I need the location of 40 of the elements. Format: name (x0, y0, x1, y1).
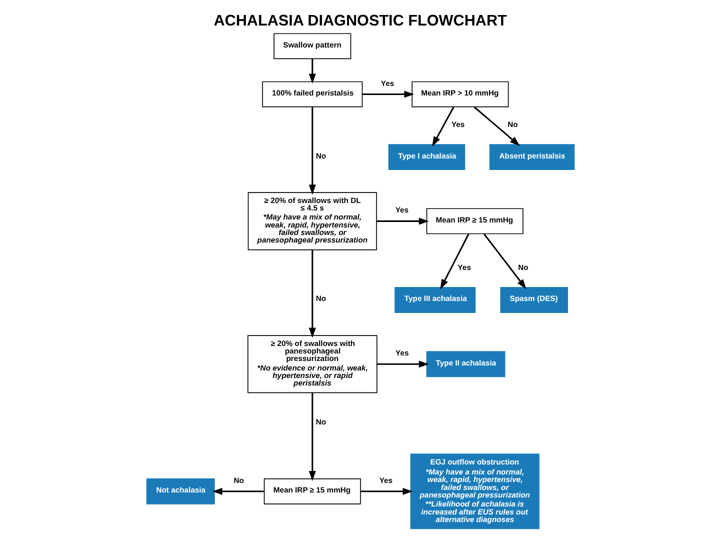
node-box: ≥ 20% of swallows with panesophageal pressurization *No evidence or normal, weak, hypertensive, or rapid peristalsis (246, 335, 377, 394)
edge-label: Yes (395, 348, 408, 358)
edge-label: No (507, 120, 518, 129)
arrow (376, 218, 428, 225)
node-box: Swallow pattern (273, 33, 351, 60)
node-box: EGJ outflow obstruction *May have a mix of normal, weak, rapid, hypertensive, failed swallows, or panesophageal pressurization **Likelihood of achalasia is increased after EUS rules out alternative diagnoses (410, 454, 539, 530)
arrow (360, 488, 412, 495)
arrow (362, 90, 414, 98)
arrow (308, 58, 316, 84)
edge-label: No (315, 151, 326, 160)
node-box: 100% failed peristalsis (262, 81, 362, 108)
arrow (483, 234, 526, 290)
arrow (473, 106, 520, 146)
node-box: Absent peristalsis (488, 144, 574, 170)
arrow (376, 360, 428, 368)
node-box: Mean IRP ≥ 15 mmHg (263, 478, 360, 504)
node-box: Type I achalasia (388, 144, 465, 170)
node-box: Type II achalasia (426, 351, 505, 378)
edge-label: Yes (394, 206, 408, 215)
arrow (308, 250, 316, 338)
edge-label: No (518, 262, 528, 272)
node-box: Not achalasia (146, 478, 214, 504)
edge-label: Yes (450, 120, 464, 129)
arrow (212, 488, 264, 495)
node-box: Mean IRP > 10 mmHg (411, 81, 508, 108)
arrow (308, 392, 316, 482)
node-box: Type III achalasia (394, 287, 476, 313)
diagram-title: ACHALASIA DIAGNOSTIC FLOWCHART (213, 12, 506, 30)
edge-label: No (315, 418, 326, 427)
arrow (432, 106, 454, 146)
edge-label: Yes (378, 476, 392, 485)
node-box: Spasm (DES) (500, 287, 568, 313)
node-box: ≥ 20% of swallows with DL ≤ 4.5 s *May have a mix of normal, weak, rapid, hypertensive, failed swallows, or panesophageal pressurization (247, 192, 376, 250)
edge-label: Yes (457, 262, 470, 272)
node-box: Mean IRP ≥ 15 mmHg (426, 208, 523, 234)
edge-label: Yes (380, 78, 394, 88)
arrow (440, 234, 469, 290)
edge-label: No (315, 294, 326, 304)
arrow (308, 107, 316, 195)
edge-label: No (233, 476, 244, 485)
